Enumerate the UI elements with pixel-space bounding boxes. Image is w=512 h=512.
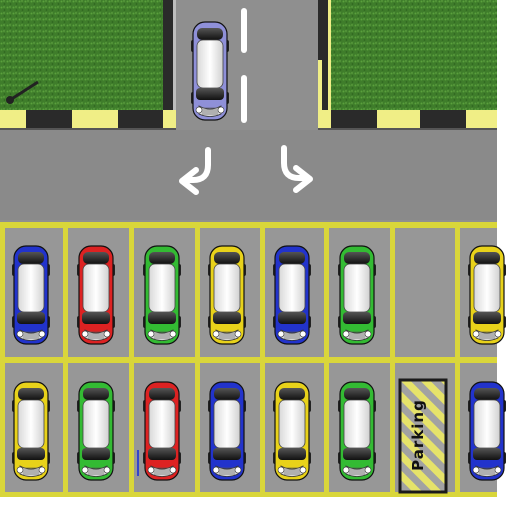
lane-dashes (241, 8, 247, 123)
cars (12, 245, 506, 481)
target-spot[interactable] (398, 378, 448, 494)
top-row-car-2 (77, 245, 115, 345)
turn-right-arrow (281, 145, 313, 193)
grass-right (331, 0, 497, 110)
turn-left-arrow (179, 147, 211, 195)
marker (137, 450, 139, 476)
bottom-row-car-8 (468, 381, 506, 481)
top-row-car-1 (12, 245, 50, 345)
top-row-car-4 (208, 245, 246, 345)
top-row-car-5 (273, 245, 311, 345)
top-row-car-8 (468, 245, 506, 345)
bottom-row-car-6 (338, 381, 376, 481)
bottom-row-car-4 (208, 381, 246, 481)
bottom-row-car-3 (143, 381, 181, 481)
lot-lines (0, 222, 497, 497)
grass-left (0, 0, 163, 110)
top-row-car-3 (143, 245, 181, 345)
player-car[interactable] (191, 21, 229, 121)
gate-barrier (6, 80, 39, 104)
curb-left (0, 110, 176, 130)
player-car-body (191, 21, 229, 121)
bottom-row-car-5 (273, 381, 311, 481)
top-row-car-6 (338, 245, 376, 345)
bottom-row-car-1 (12, 381, 50, 481)
curb-right (318, 110, 497, 130)
bottom-row-car-2 (77, 381, 115, 481)
road-band (0, 130, 497, 220)
